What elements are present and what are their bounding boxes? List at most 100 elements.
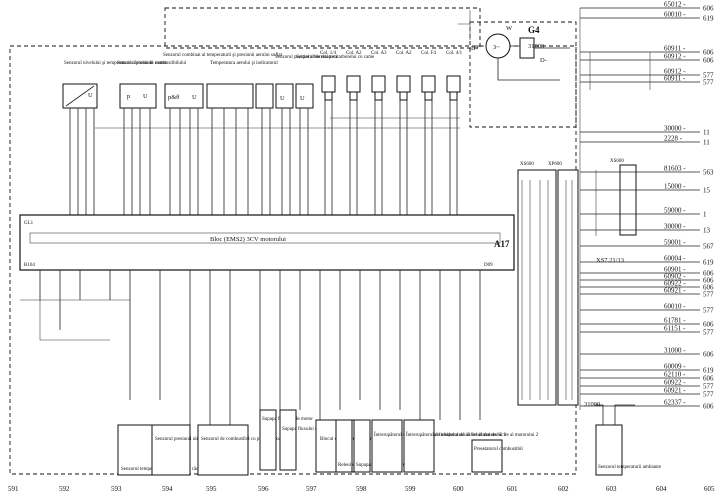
ambient-temp-sensor <box>595 424 623 476</box>
sensor-zone-boundary <box>164 7 481 49</box>
connector-xs600-label: XS600 <box>520 162 534 167</box>
alternator-w: W <box>506 25 513 32</box>
fuel-preset-label: Presetatorul combustibil <box>474 447 523 452</box>
coolant-switch-2-label: Întrerupătorul de temperatură al lichidu… <box>406 432 539 438</box>
sensor-oil-level-label: Senzorul nivelului şi temperaturii uleiu… <box>64 61 167 66</box>
right-wire-ref: 577 <box>703 383 714 391</box>
right-wire-id: 30000 - <box>664 223 686 231</box>
fuse-label: XS7.21/13 <box>596 257 624 264</box>
right-wire-id: 60912 - <box>664 68 686 76</box>
left-wire-b104: B104 <box>24 263 35 268</box>
low-pressure-fuel-sensor-label: Senzorul de combustibil cu presiune joas… <box>201 437 286 442</box>
sheet-column-number: 599 <box>405 485 416 493</box>
right-wire-id: 59000 - <box>664 207 686 215</box>
sensor-boost-combined-label: Senzorul combinat al temperaturii şi pre… <box>163 53 283 58</box>
injector-coils: Col. 1/4 Col. A2 Col. A3 Col. A2 Col. F4… <box>320 51 463 101</box>
coil-5-label: Col. F4 <box>421 51 437 56</box>
engine-flow-valve-2 <box>279 409 297 471</box>
sensor-fuel-pressure-label: Senzorul presiunii combustibilului <box>117 61 187 66</box>
right-wire-ref: 606 <box>703 49 714 57</box>
connector-xp600 <box>557 169 579 406</box>
right-wire-ref: 606 <box>703 375 714 383</box>
sheet-column-number: 601 <box>507 485 518 493</box>
right-wire-ref: 606 <box>703 5 714 13</box>
ambient-temp-sensor-label: Senzorul temperaturii ambiante <box>598 465 662 470</box>
coil-6-label: Col. 4/1 <box>446 51 463 56</box>
sheet-column-number: 597 <box>306 485 317 493</box>
sensor-crank-small <box>255 83 274 109</box>
coil-6: Col. 4/1 <box>446 51 463 101</box>
coil-3-label: Col. A3 <box>371 51 387 56</box>
coil-2: Col. A2 <box>346 51 362 101</box>
right-wire-id: 30000 - <box>664 125 686 133</box>
sensor-crankshaft-position <box>275 83 294 109</box>
oil-pressure-sensor-label: Senzorul presiunii uleiului <box>155 437 209 442</box>
right-wire-id: 60010 - <box>664 303 686 311</box>
sensor-air-temperature <box>206 83 254 109</box>
alternator-zone-boundary <box>469 21 577 128</box>
right-wire-ref: 13 <box>703 227 711 235</box>
coil-1: Col. 1/4 <box>320 51 337 101</box>
alternator-wire: 31000 <box>528 43 544 50</box>
connector-block: XS600 XP600 XS600 XS7.21/13 <box>517 159 637 406</box>
right-wire-id: 60921 - <box>664 387 686 395</box>
right-wire-ref: 11 <box>703 129 710 137</box>
fuel-pump-valve <box>353 419 371 473</box>
right-wire-id: 59001 - <box>664 239 686 247</box>
sheet-column-number: 593 <box>111 485 122 493</box>
right-wire-ref: 11 <box>703 139 710 147</box>
connector-xs600-right <box>619 164 637 236</box>
engine-flow-valve-2-label: Supapa fluxului de motor <box>282 427 333 432</box>
alternator-symbol: 3~ <box>493 44 500 51</box>
right-wire-id: 60901 - <box>664 266 686 274</box>
right-wire-ref: 577 <box>703 329 714 337</box>
right-wire-id: 60922 - <box>664 280 686 288</box>
coolant-switch-1-label: Întrerupătorul de temperatură al lichidu… <box>374 432 507 438</box>
sheet-column-number: 604 <box>656 485 667 493</box>
right-wire-ref: 606 <box>703 284 714 292</box>
sensor-fuel-pressure-u: U <box>143 93 148 100</box>
fuel-preset <box>471 439 503 473</box>
right-bus-lines <box>579 8 651 410</box>
low-pressure-fuel-sensor <box>197 424 249 476</box>
sensor-crankshaft-position-label: Senzorul poziţiei arborelui cotit <box>275 55 339 60</box>
coolant-switch-1 <box>371 419 403 473</box>
module-label: A17 <box>494 239 510 249</box>
sheet-column-number: 595 <box>206 485 217 493</box>
connector-xs600 <box>517 169 557 406</box>
sensor-boost-combined-p: p&θ <box>168 94 179 101</box>
sheet-column-number: 598 <box>356 485 367 493</box>
oil-pressure-sensor <box>151 424 191 476</box>
right-wire-ref: 606 <box>703 321 714 329</box>
ecu-outline <box>19 214 515 271</box>
right-wire-ref: 577 <box>703 291 714 299</box>
sheet-column-number: 605 <box>704 485 715 493</box>
right-wire-ref: 606 <box>703 270 714 278</box>
sensor-fuel-pressure <box>119 83 157 109</box>
engine-flow-valve-1 <box>259 409 277 471</box>
right-wire-id: 60912 - <box>664 53 686 61</box>
right-wire-ref: 577 <box>703 307 714 315</box>
coolant-switch-2 <box>403 419 435 473</box>
ecu-band <box>29 232 501 244</box>
sensor-oil-level-u: U <box>88 92 93 99</box>
sheet-column-number: 594 <box>162 485 173 493</box>
sensor-air-temperature-label: Temperatura aerului şi indicatorul <box>210 61 278 66</box>
right-wire-id: 60004 - <box>664 255 686 263</box>
connector-xs600-right-label: XS600 <box>610 159 624 164</box>
sensor-oil-level-symbol <box>65 85 95 107</box>
right-wire-ref: 567 <box>703 243 714 251</box>
right-wire-id: 15000 - <box>664 183 686 191</box>
bottom-components: Senzorul temperaturii lichidului de răci… <box>117 401 662 476</box>
right-wire-id: 60902 - <box>664 273 686 281</box>
bottom-wire-label: 31000 <box>584 401 600 408</box>
sensor-camshaft-rotation-label: Senzorul de rotaţie a arborelui cu came <box>296 55 375 60</box>
right-wire-ref: 619 <box>703 259 714 267</box>
right-wire-ref: 577 <box>703 391 714 399</box>
right-wire-id: 65012 - <box>664 1 686 9</box>
right-wire-ref: 577 <box>703 72 714 80</box>
right-wire-id: 61781 - <box>664 317 686 325</box>
coil-1-label: Col. 1/4 <box>320 51 337 56</box>
